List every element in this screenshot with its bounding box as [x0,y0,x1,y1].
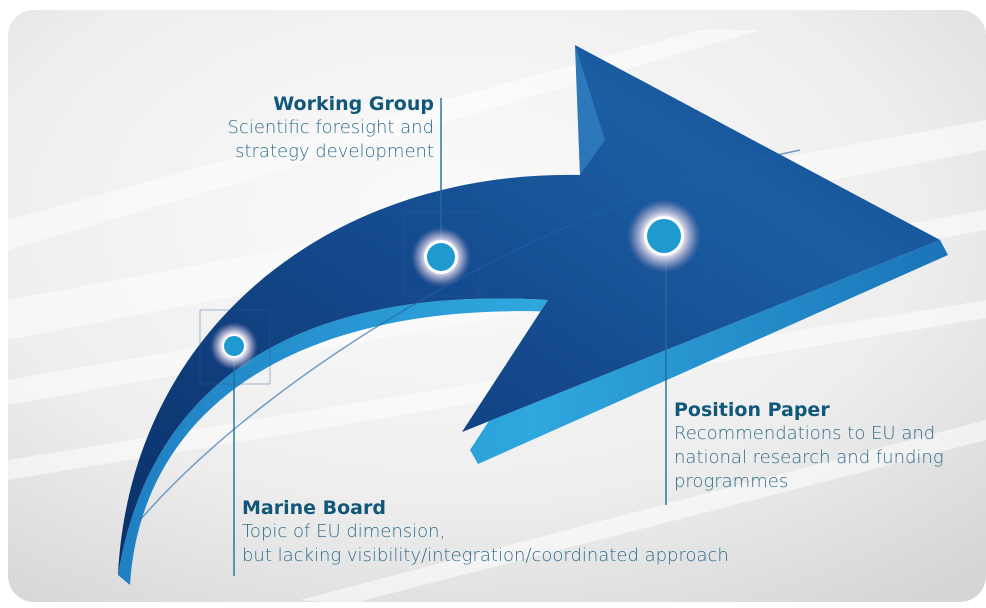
node-working-group [411,227,471,287]
stage-desc-line: Recommendations to EU and [674,423,936,444]
label-working-group: Working Group Scientific foresight and s… [190,92,434,164]
label-marine-board: Marine Board Topic of EU dimension, but … [242,496,842,568]
arrow-crease [139,149,801,521]
stage-desc-line: strategy development [235,141,434,162]
label-position-paper: Position Paper Recommendations to EU and… [674,398,979,494]
node-frame-position-paper [617,189,711,281]
stage-desc-line: Scientific foresight and [227,117,434,138]
node-position-paper [627,199,701,273]
arrow-side-edge [118,240,948,585]
stage-title: Working Group [273,93,434,115]
stage-desc-line: national research and funding [674,447,944,468]
stage-desc-line: programmes [674,471,789,492]
arrow-top-face [118,45,940,575]
node-frame-working-group [403,211,481,297]
stage-desc-line: but lacking visibility/integration/coord… [242,545,729,566]
stage-title: Position Paper [674,399,830,421]
node-frame-marine-board [199,309,271,385]
stage-title: Marine Board [242,497,386,519]
stage-desc-line: Topic of EU dimension, [242,521,446,542]
arrow-highlight [575,45,605,175]
node-marine-board [210,322,258,370]
